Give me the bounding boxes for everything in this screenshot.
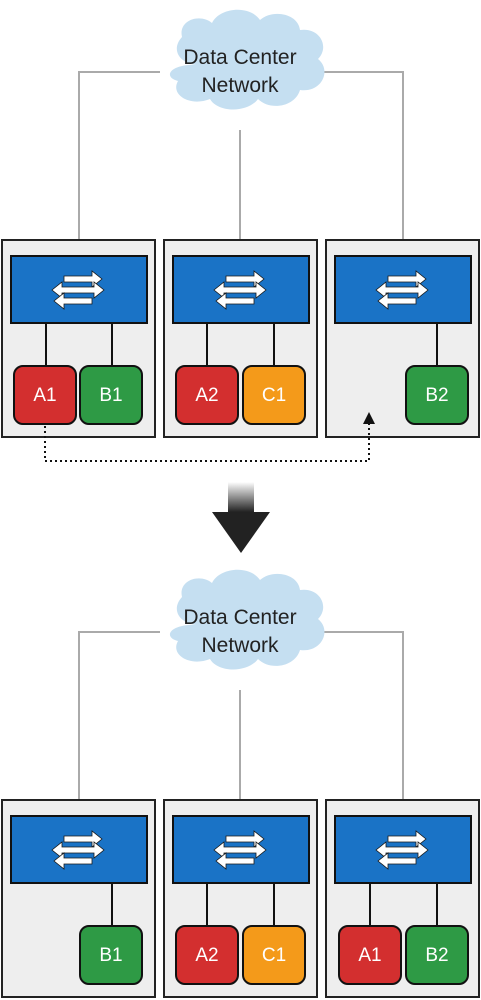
- down-arrow-icon: [212, 482, 270, 553]
- vm-a1: [13, 365, 77, 425]
- vm-b1: [79, 925, 143, 985]
- vm-b2: [405, 925, 469, 985]
- server-1: B1: [1, 799, 156, 998]
- after-section: Data Center Network B1 A2 C1: [1, 569, 480, 998]
- server-1: A1 B1: [1, 239, 156, 438]
- cloud-label-line2: Network: [201, 74, 279, 97]
- vm-c1: [242, 365, 306, 425]
- vm-a2: [175, 365, 239, 425]
- link-server-3: [320, 631, 404, 818]
- network-links: [78, 71, 404, 258]
- data-center-network-cloud: Data Center Network: [169, 569, 325, 670]
- vm-c1: [242, 925, 306, 985]
- before-section: Data Center Network A1 B1 A2 C1: [1, 9, 480, 462]
- cloud-label-line1: Data Center: [183, 46, 296, 69]
- vm-label: B1: [99, 385, 122, 406]
- link-server-1: [78, 631, 160, 818]
- vm-label: A1: [33, 385, 56, 406]
- vm-label: B2: [425, 945, 448, 966]
- vm-a1: [338, 925, 402, 985]
- migration-arrowhead-icon: [363, 412, 375, 424]
- network-links: [78, 631, 404, 818]
- vm-label: A2: [195, 945, 218, 966]
- cloud-label-line2: Network: [201, 634, 279, 657]
- link-server-3: [320, 71, 404, 258]
- vm-label: C1: [262, 385, 286, 406]
- server-2: A2 C1: [163, 239, 318, 438]
- vm-label: B1: [99, 945, 122, 966]
- server-3: B2: [325, 239, 480, 438]
- vm-b1: [79, 365, 143, 425]
- vm-label: B2: [425, 385, 448, 406]
- migration-path: [44, 412, 375, 462]
- data-center-network-cloud: Data Center Network: [169, 9, 325, 110]
- cloud-label-line1: Data Center: [183, 606, 296, 629]
- link-server-1: [78, 71, 160, 258]
- vm-a2: [175, 925, 239, 985]
- vm-b2: [405, 365, 469, 425]
- server-3: A1 B2: [325, 799, 480, 998]
- vm-label: C1: [262, 945, 286, 966]
- vm-label: A2: [195, 385, 218, 406]
- server-2: A2 C1: [163, 799, 318, 998]
- vm-label: A1: [358, 945, 381, 966]
